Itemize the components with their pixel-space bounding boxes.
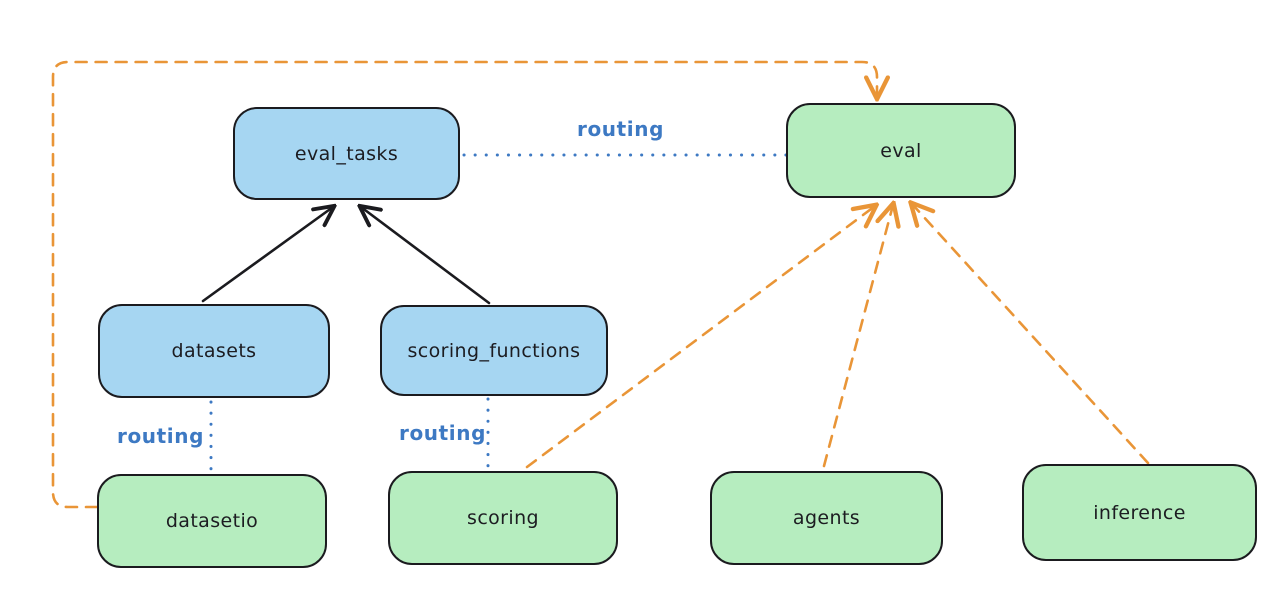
routing-label-eval-tasks-eval: routing [577,117,665,141]
node-scoring: scoring [388,471,618,565]
edge-inference-to-eval [912,204,1150,465]
routing-label-scoring-functions-scoring: routing [399,421,487,445]
node-eval: eval [786,103,1016,198]
node-inference: inference [1022,464,1257,561]
node-eval-tasks: eval_tasks [233,107,460,200]
node-agents: agents [710,471,943,565]
edge-scoring-functions-to-eval-tasks [361,207,491,305]
node-inference-label: inference [1093,501,1186,524]
routing-label-datasets-datasetio: routing [117,424,205,448]
node-datasetio: datasetio [97,474,327,568]
edge-scoring-to-eval [525,206,875,469]
node-agents-label: agents [792,507,861,529]
node-scoring-functions: scoring_functions [380,305,608,396]
edge-datasets-to-eval-tasks [201,207,333,303]
edge-datasetio-to-eval [51,60,877,509]
node-scoring-label: scoring [467,507,539,529]
node-datasets-label: datasets [171,340,257,362]
node-eval-tasks-label: eval_tasks [294,142,399,165]
node-eval-label: eval [880,139,922,162]
node-datasets: datasets [98,304,330,398]
node-scoring-functions-label: scoring_functions [407,339,581,362]
node-datasetio-label: datasetio [165,510,259,532]
edge-agents-to-eval [822,205,893,468]
